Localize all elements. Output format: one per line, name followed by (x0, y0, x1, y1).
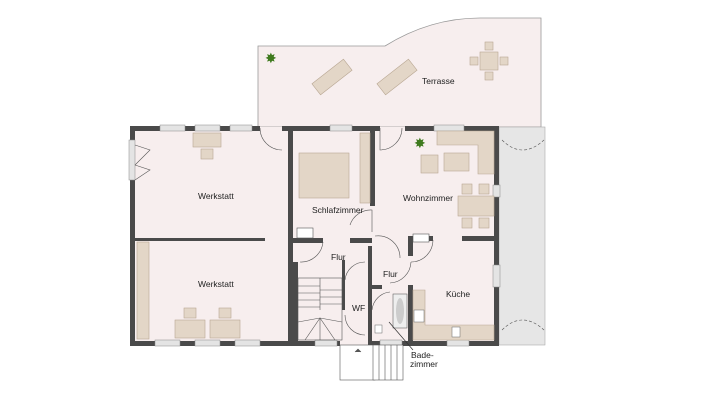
window (159, 124, 186, 132)
room-label-hall-left: Flur (331, 252, 346, 262)
room-label-hall-right: Flur (383, 269, 398, 279)
chair (478, 217, 490, 229)
room-label-wc: WF (352, 303, 365, 313)
window (229, 124, 253, 132)
wall (408, 285, 413, 345)
window (154, 339, 181, 347)
wall (293, 238, 323, 243)
wall (368, 246, 372, 346)
window (492, 184, 501, 198)
desk (174, 319, 206, 339)
sink (451, 326, 461, 338)
chair (200, 148, 214, 160)
wall (372, 341, 499, 346)
wall (462, 236, 497, 241)
plant-icon: ✸ (414, 135, 426, 151)
armchair (420, 154, 439, 174)
desk (209, 319, 241, 339)
window (492, 264, 501, 288)
chair (183, 307, 197, 319)
sun-lounger (376, 58, 418, 96)
room-label-bathroom-2: zimmer (410, 359, 438, 369)
entrance-steps (339, 344, 404, 381)
door-arc (344, 261, 366, 281)
kitchen-counter (412, 289, 495, 341)
window (433, 124, 465, 132)
chair (478, 183, 490, 195)
window (314, 339, 338, 347)
chimney (412, 233, 430, 243)
wardrobe (359, 132, 371, 204)
wall (288, 126, 293, 346)
plant-icon: ✸ (265, 50, 277, 66)
chair (218, 307, 232, 319)
wall (130, 126, 135, 346)
door-arc (299, 241, 324, 263)
room-label-living: Wohnzimmer (403, 193, 453, 203)
wall (293, 262, 298, 346)
door-arc (349, 209, 373, 232)
window (194, 339, 221, 347)
door-arc (134, 144, 151, 181)
door-arc (374, 235, 401, 259)
door-arc (389, 261, 412, 284)
bathroom-pointer (388, 321, 414, 351)
chair (461, 183, 473, 195)
window (329, 124, 353, 132)
window (234, 339, 261, 347)
door-arc (371, 291, 391, 311)
staircase (297, 277, 343, 341)
wall (372, 285, 382, 289)
chimney (296, 227, 314, 239)
patio-strip (498, 126, 546, 346)
bathtub-basin (396, 298, 404, 324)
coffee-table (443, 152, 470, 172)
room-label-bedroom: Schlafzimmer (312, 205, 364, 215)
wall (370, 126, 375, 206)
wall (408, 236, 413, 256)
window (194, 124, 221, 132)
room-label-terrace: Terrasse (422, 76, 455, 86)
door-arc (259, 127, 283, 151)
room-label-kitchen: Küche (446, 289, 470, 299)
toilet (374, 324, 383, 334)
door-arc (379, 127, 403, 151)
room-label-bathroom-1: Bade- (411, 350, 434, 360)
door-arc (410, 239, 434, 263)
shelf (136, 241, 150, 340)
wall (135, 238, 265, 241)
window (128, 139, 136, 181)
room-label-workshop-top: Werkstatt (198, 191, 234, 201)
window (446, 339, 470, 347)
wall (342, 260, 345, 310)
wall (350, 238, 372, 243)
sun-lounger (311, 58, 353, 96)
terrace-table-set (469, 41, 509, 81)
desk (192, 132, 222, 148)
room-label-workshop-bottom: Werkstatt (198, 279, 234, 289)
stove (413, 309, 425, 323)
door-arc (344, 314, 366, 336)
bed (298, 152, 350, 199)
sofa (436, 130, 495, 175)
chair (461, 217, 473, 229)
dining-table (457, 195, 495, 217)
